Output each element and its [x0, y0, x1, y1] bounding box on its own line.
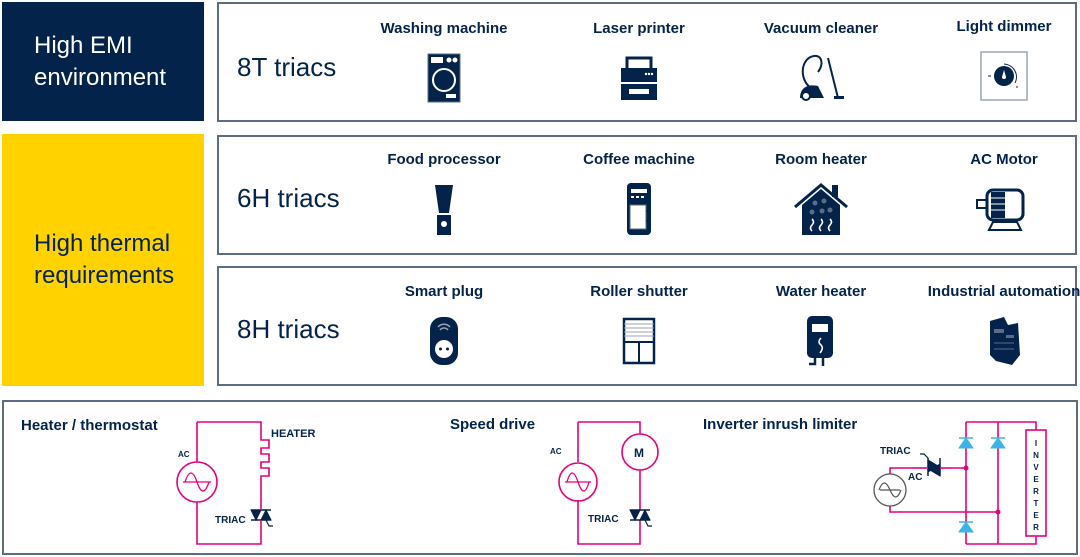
app-title: Industrial automation	[927, 283, 1080, 300]
row-label: 8T triacs	[237, 52, 337, 82]
svg-text:E: E	[1033, 511, 1039, 520]
app-title: Light dimmer	[956, 18, 1052, 35]
roller-shutter-icon	[604, 310, 674, 372]
svg-text:V: V	[1033, 463, 1039, 472]
app-ac-motor: AC Motor	[914, 151, 1080, 240]
app-room-heater: Room heater	[731, 151, 911, 240]
app-title: Food processor	[387, 151, 501, 168]
row-8h-triacs: 8H triacs Smart plug Roller shutter Wate…	[217, 266, 1080, 386]
category-high-emi: High EMI environment	[2, 2, 204, 121]
speed-drive-circuit: AC M TRIAC	[550, 421, 659, 545]
app-title: Water heater	[775, 283, 867, 300]
app-light-dimmer: Light dimmer	[914, 18, 1080, 107]
smart-plug-icon	[409, 310, 479, 372]
triac-label: TRIAC	[215, 515, 246, 526]
category-high-thermal: High thermal requirements	[2, 134, 204, 386]
svg-text:N: N	[1033, 451, 1039, 460]
motor-label: M	[634, 446, 644, 460]
heater-load-label: HEATER	[271, 428, 315, 440]
plc-module-icon	[969, 310, 1039, 372]
app-title: Room heater	[775, 151, 867, 168]
circuit-title-heater: Heater / thermostat	[21, 417, 158, 434]
app-roller-shutter: Roller shutter	[549, 283, 729, 372]
app-coffee-machine: Coffee machine	[549, 151, 729, 240]
app-title: AC Motor	[970, 151, 1038, 168]
house-heat-icon	[786, 178, 856, 240]
app-title: Smart plug	[404, 283, 484, 300]
triac-label: TRIAC	[880, 446, 911, 457]
category-label-line2: requirements	[34, 262, 175, 289]
svg-text:I: I	[1035, 439, 1037, 448]
app-title: Vacuum cleaner	[763, 20, 879, 37]
svg-text:R: R	[1033, 487, 1039, 496]
svg-text:E: E	[1033, 475, 1039, 484]
dimmer-icon	[969, 45, 1039, 107]
row-6h-triacs: 6H triacs Food processor Coffee machine …	[217, 135, 1077, 255]
category-label-line1: High EMI	[34, 31, 133, 59]
blender-icon	[409, 178, 479, 240]
circuit-title-speed-drive: Speed drive	[450, 416, 536, 433]
category-label-line2: environment	[34, 63, 167, 91]
app-title: Laser printer	[593, 20, 685, 37]
washing-machine-icon	[409, 47, 479, 109]
ac-source-label: AC	[550, 447, 562, 456]
application-circuits-panel: Heater / thermostat AC HEATER TRIAC Spee…	[2, 400, 1078, 555]
app-washing-machine: Washing machine	[354, 20, 534, 109]
app-title: Roller shutter	[590, 283, 688, 300]
app-smart-plug: Smart plug	[354, 283, 534, 372]
app-industrial-automation: Industrial automation	[914, 283, 1080, 372]
printer-icon	[604, 47, 674, 109]
row-8t-triacs: 8T triacs Washing machine Laser printer …	[217, 2, 1077, 122]
app-title: Coffee machine	[583, 151, 695, 168]
heater-thermostat-circuit: AC HEATER TRIAC	[176, 421, 315, 545]
app-title: Washing machine	[380, 20, 508, 37]
svg-text:R: R	[1033, 523, 1039, 532]
circuit-title-inverter: Inverter inrush limiter	[703, 416, 858, 433]
app-food-processor: Food processor	[354, 151, 534, 240]
svg-text:T: T	[1034, 499, 1039, 508]
row-label: 8H triacs	[237, 314, 340, 344]
motor-icon	[969, 178, 1039, 240]
app-water-heater: Water heater	[731, 283, 911, 372]
coffee-machine-icon	[604, 178, 674, 240]
ac-source-label: AC	[178, 450, 190, 459]
vacuum-cleaner-icon	[786, 47, 856, 109]
app-laser-printer: Laser printer	[549, 20, 729, 109]
category-label-line1: High thermal	[34, 230, 171, 257]
app-vacuum-cleaner: Vacuum cleaner	[731, 20, 911, 109]
triac-label: TRIAC	[588, 514, 619, 525]
ac-source-label: AC	[908, 472, 922, 483]
water-heater-icon	[786, 310, 856, 372]
row-label: 6H triacs	[237, 183, 340, 213]
